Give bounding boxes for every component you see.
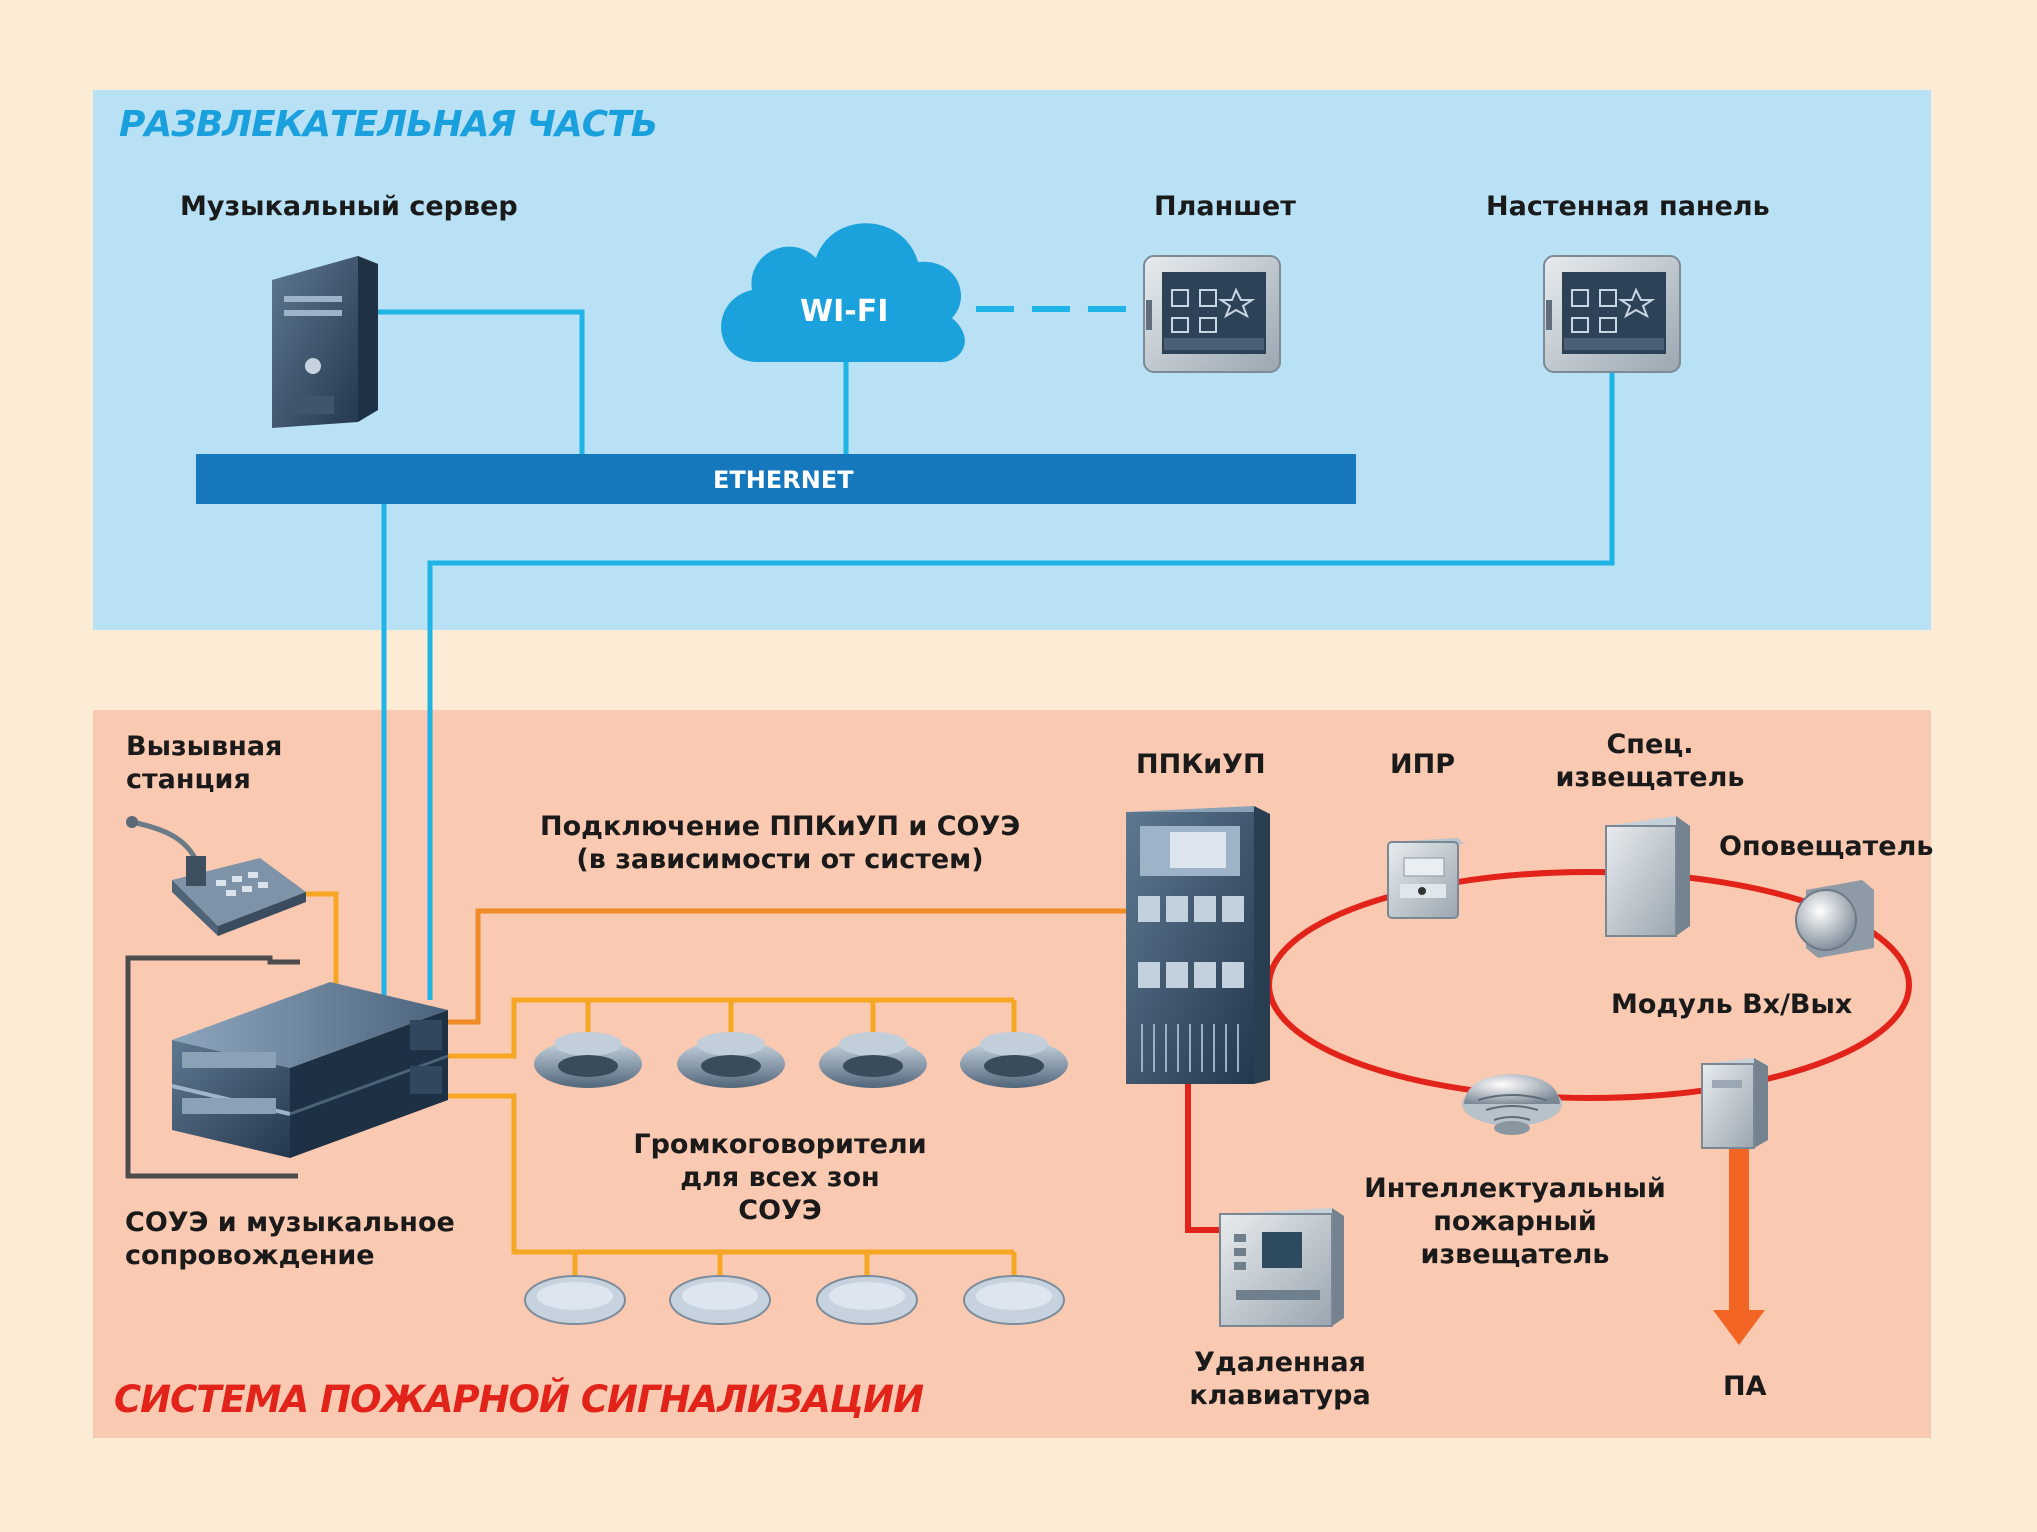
- io-module-icon: [1701, 1058, 1768, 1149]
- manual-call-point-icon: [1387, 838, 1464, 919]
- wall-panel-label: Настенная панель: [1486, 191, 1770, 222]
- fire-control-panel-icon: [1126, 806, 1270, 1084]
- ceiling-speaker-icon: [960, 1032, 1068, 1088]
- ceiling-speaker-icon: [677, 1032, 785, 1088]
- special-detector-label: Спец. извещатель: [1555, 729, 1745, 793]
- ppkiup-soue-link: [448, 908, 1128, 1025]
- soue-loop: [125, 955, 300, 1179]
- ceiling-speaker-icon: [819, 1032, 927, 1088]
- soue-label: СОУЭ и музыкальное сопровождение: [125, 1207, 455, 1271]
- ethernet-label: ETHERNET: [713, 466, 854, 494]
- fire-alarm-zone-title: СИСТЕМА ПОЖАРНОЙ СИГНАЛИЗАЦИИ: [114, 1378, 924, 1421]
- speaker-bus-top: [448, 997, 1014, 1059]
- entertainment-zone-title: РАЗВЛЕКАТЕЛЬНАЯ ЧАСТЬ: [119, 104, 658, 145]
- ethernet-bus: [196, 454, 1356, 504]
- network-lines: [378, 306, 1615, 1000]
- call-station-link: [300, 891, 339, 990]
- ceiling-speaker-icon: [534, 1032, 642, 1088]
- touch-panel-icon: [1543, 255, 1681, 373]
- music-server-label: Музыкальный сервер: [180, 191, 518, 222]
- special-detector-icon: [1605, 816, 1690, 937]
- server-link: [378, 309, 585, 454]
- wifi-label: WI-FI: [800, 294, 889, 329]
- cloud-icon: [721, 223, 965, 363]
- ipr-label: ИПР: [1390, 749, 1455, 780]
- keypad-icon: [1219, 1208, 1344, 1327]
- speakers-label: Громкоговорители для всех зон СОУЭ: [633, 1129, 927, 1226]
- rack-amplifier-icon: [171, 982, 449, 1158]
- ceiling-speaker-icon: [669, 1275, 771, 1325]
- pa-arrow: [1713, 1148, 1765, 1345]
- pa-label: ПА: [1723, 1371, 1767, 1402]
- ceiling-speaker-icon: [816, 1275, 918, 1325]
- remote-keypad-label: Удаленная клавиатура: [1189, 1347, 1371, 1411]
- tablet-label: Планшет: [1154, 191, 1296, 222]
- microphone-console-icon: [126, 816, 306, 936]
- sounder-icon: [1795, 880, 1874, 958]
- smoke-detector-icon: [1462, 1074, 1562, 1135]
- call-station-label: Вызывная станция: [126, 731, 283, 795]
- keypad-link: [1185, 1084, 1220, 1233]
- touch-panel-icon: [1143, 255, 1281, 373]
- speaker-bus-bottom: [448, 1093, 1014, 1255]
- tower-server-icon: [272, 256, 378, 428]
- wall-panel-link: [427, 372, 1615, 1000]
- ceiling-speaker-icon: [524, 1275, 626, 1325]
- smart-detector-label: Интеллектуальный пожарный извещатель: [1364, 1173, 1666, 1270]
- io-module-label: Модуль Вх/Вых: [1611, 989, 1853, 1020]
- annunciator-label: Оповещатель: [1719, 831, 1934, 862]
- connection-note-label: Подключение ППКиУП и СОУЭ (в зависимости…: [540, 811, 1021, 875]
- ceiling-speaker-icon: [963, 1275, 1065, 1325]
- ppkiup-label: ППКиУП: [1136, 749, 1266, 780]
